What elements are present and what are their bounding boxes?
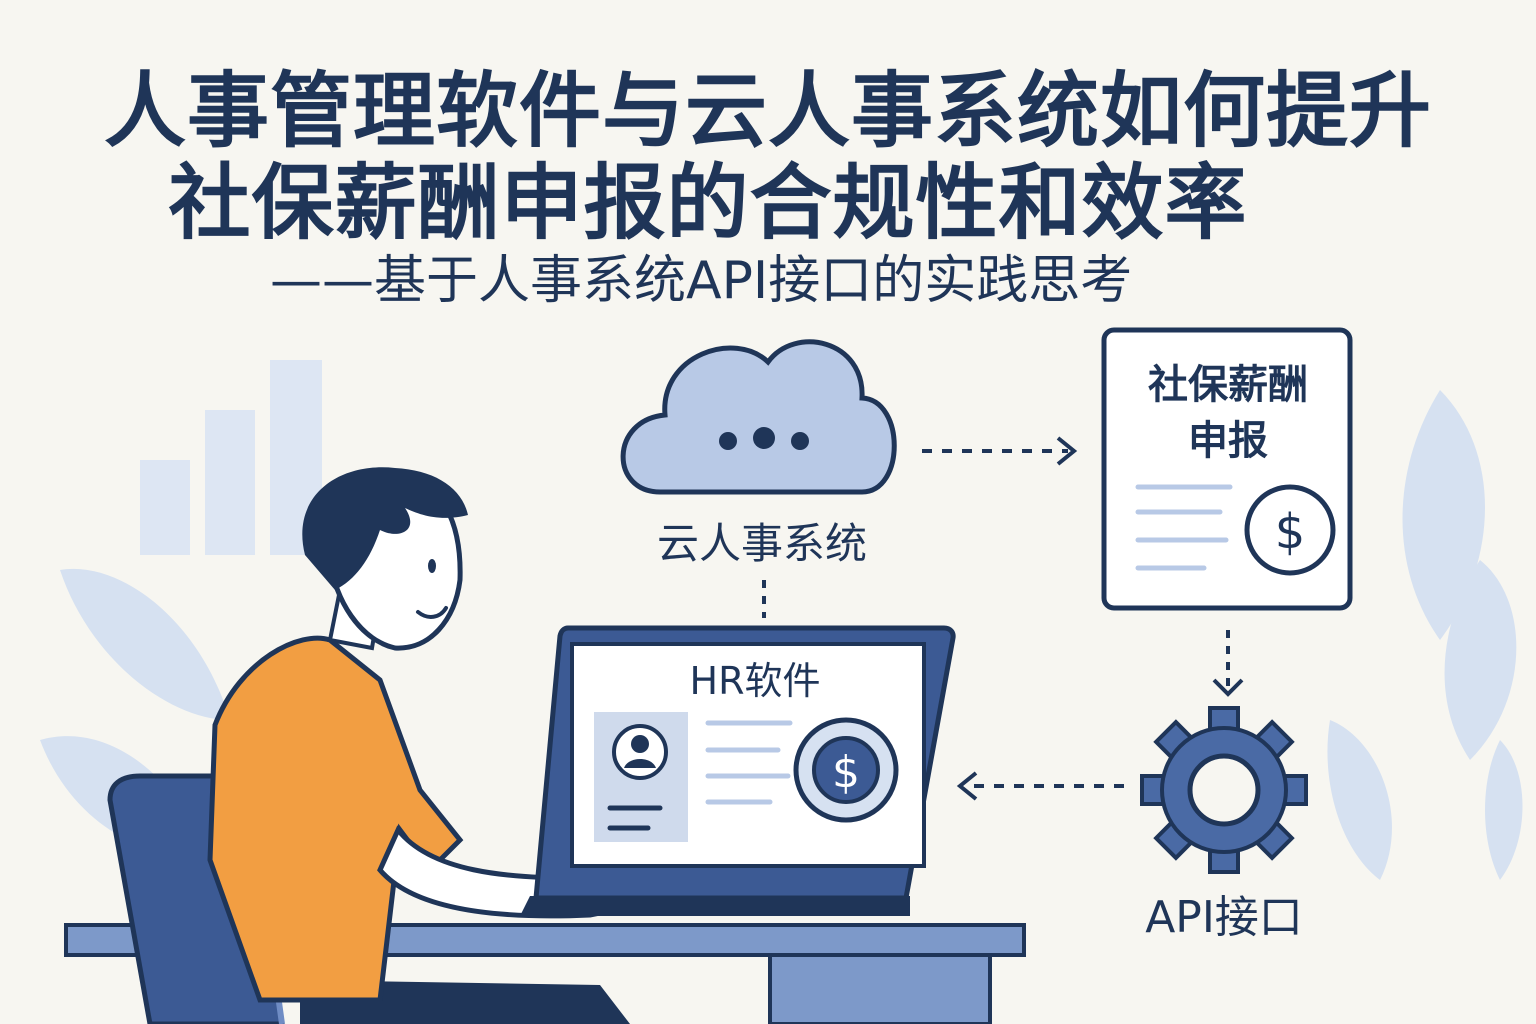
document-to-api-arrow-icon bbox=[1212, 630, 1244, 697]
svg-text:$: $ bbox=[1275, 504, 1306, 560]
right-leaves-icon bbox=[1327, 390, 1523, 880]
screen-dollar-coin-icon: $ bbox=[793, 717, 899, 823]
screen-text-lines-icon bbox=[705, 720, 793, 805]
profile-card-icon bbox=[594, 712, 688, 842]
cloud-icon bbox=[620, 339, 897, 495]
title-line-2: 社保薪酬申报的合规性和效率 bbox=[168, 156, 1248, 251]
document-dollar-coin-icon: $ bbox=[1244, 484, 1336, 576]
document-label-line-2: 申报 bbox=[1188, 418, 1268, 464]
background-bar-chart-icon bbox=[140, 360, 322, 555]
subtitle: ——基于人事系统API接口的实践思考 bbox=[270, 251, 1133, 311]
api-label: API接口 bbox=[1145, 892, 1303, 943]
api-to-laptop-arrow-icon bbox=[956, 771, 1124, 801]
api-gear-icon bbox=[1140, 706, 1308, 874]
declaration-document-card: 社保薪酬 申报 $ bbox=[1101, 327, 1353, 611]
svg-text:$: $ bbox=[832, 747, 860, 798]
title-line-1: 人事管理软件与云人事系统如何提升 bbox=[103, 64, 1432, 159]
cloud-label: 云人事系统 bbox=[657, 519, 867, 568]
laptop-label: HR软件 bbox=[690, 659, 821, 703]
cloud-to-document-arrow-icon bbox=[922, 436, 1078, 466]
document-text-lines-icon bbox=[1135, 484, 1233, 571]
document-label-line-1: 社保薪酬 bbox=[1148, 362, 1308, 408]
